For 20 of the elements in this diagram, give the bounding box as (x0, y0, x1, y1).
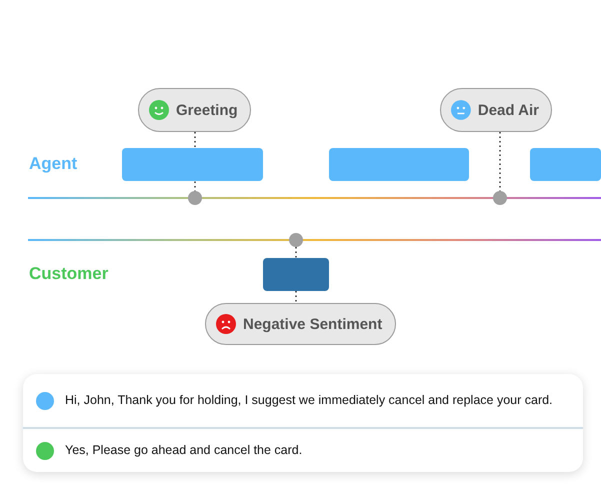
speech-segment-bar (263, 258, 329, 291)
transcript-text: Yes, Please go ahead and cancel the card. (65, 443, 302, 457)
timeline-marker-dot (188, 191, 202, 205)
leader-line (499, 132, 501, 191)
transcript-text: Hi, John, Thank you for holding, I suggest we immediately cancel and replace your card. (65, 393, 553, 407)
speech-segment-bar (122, 148, 263, 181)
timeline-marker-dot (493, 191, 507, 205)
tag-text: Negative Sentiment (243, 316, 382, 332)
tag-pill (205, 303, 396, 345)
tag-text: Greeting (176, 102, 238, 118)
tag-text: Dead Air (478, 102, 539, 118)
tag-pill (138, 88, 251, 132)
timeline-marker-dot (289, 233, 303, 247)
speaker-label: Customer (29, 264, 108, 284)
speaker-label: Agent (29, 154, 78, 174)
leader-line (295, 247, 297, 258)
speech-segment-bar (329, 148, 469, 181)
leader-line (295, 291, 297, 303)
tag-pill (440, 88, 552, 132)
speech-segment-bar (530, 148, 601, 181)
